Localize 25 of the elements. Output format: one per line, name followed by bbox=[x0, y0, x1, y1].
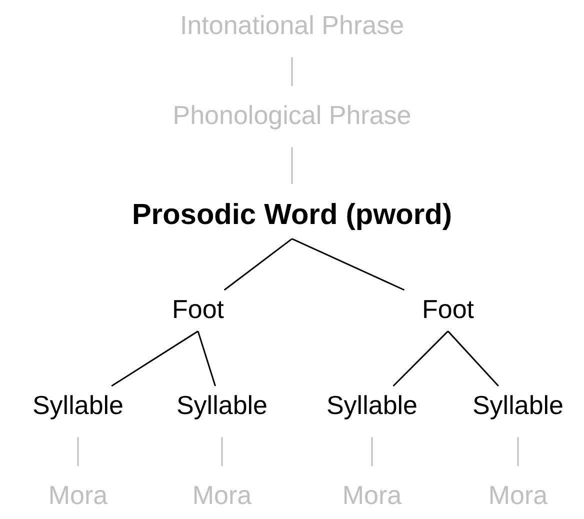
connector-line bbox=[371, 437, 373, 466]
tree-node-label: Foot bbox=[422, 294, 474, 326]
branch-line bbox=[111, 330, 198, 387]
tree-node-label: Prosodic Word (pword) bbox=[132, 198, 452, 233]
tree-node-label: Foot bbox=[172, 294, 224, 326]
tree-node-label: Syllable bbox=[472, 390, 564, 422]
tree-node-label: Syllable bbox=[326, 390, 418, 422]
connector-line bbox=[221, 437, 223, 466]
connector-line bbox=[77, 437, 79, 466]
tree-node-label: Mora bbox=[342, 480, 402, 512]
tree-node-label: Syllable bbox=[32, 390, 124, 422]
connector-line bbox=[291, 57, 293, 86]
branch-line bbox=[224, 238, 292, 291]
connector-line bbox=[291, 147, 293, 184]
tree-node-label: Intonational Phrase bbox=[180, 10, 404, 42]
connector-line bbox=[517, 437, 519, 466]
branch-line bbox=[447, 330, 499, 386]
tree-node-label: Syllable bbox=[176, 390, 268, 422]
tree-node-label: Mora bbox=[192, 480, 252, 512]
branch-line bbox=[197, 330, 216, 386]
branch-line bbox=[392, 330, 449, 387]
tree-node-label: Mora bbox=[488, 480, 548, 512]
tree-node-label: Mora bbox=[48, 480, 108, 512]
tree-node-label: Phonological Phrase bbox=[172, 100, 412, 132]
branch-line bbox=[292, 238, 405, 291]
